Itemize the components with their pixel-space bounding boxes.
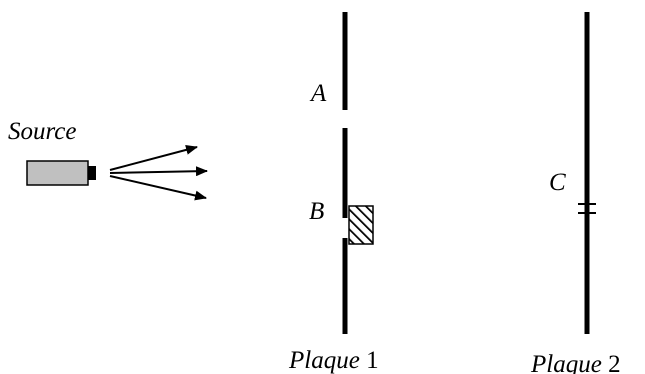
ray-down-arrow [109,175,207,201]
slit-a-label: A [309,80,327,107]
plate-2-label-number: 2 [608,351,621,374]
ray-middle-arrow [109,166,208,177]
ray-up-arrow [109,144,198,171]
slit-b-label: B [309,198,324,225]
plate-2-label: Plaque 2 [530,351,621,374]
source-device: Source [8,118,96,186]
light-rays [109,144,208,201]
plate-1-label: Plaque 1 [288,347,379,374]
plate-2: C Plaque 2 [530,12,621,374]
plate-1-label-number: 1 [366,347,379,374]
plate-2-label-word: Plaque [530,351,602,374]
slit-b-hatched-cover [348,205,374,245]
source-label: Source [8,118,77,145]
point-c-label: C [549,169,566,196]
source-nozzle [88,166,96,180]
source-body [26,160,89,186]
plate-1: A B Plaque 1 [288,12,379,374]
plate-1-label-word: Plaque [288,347,360,374]
